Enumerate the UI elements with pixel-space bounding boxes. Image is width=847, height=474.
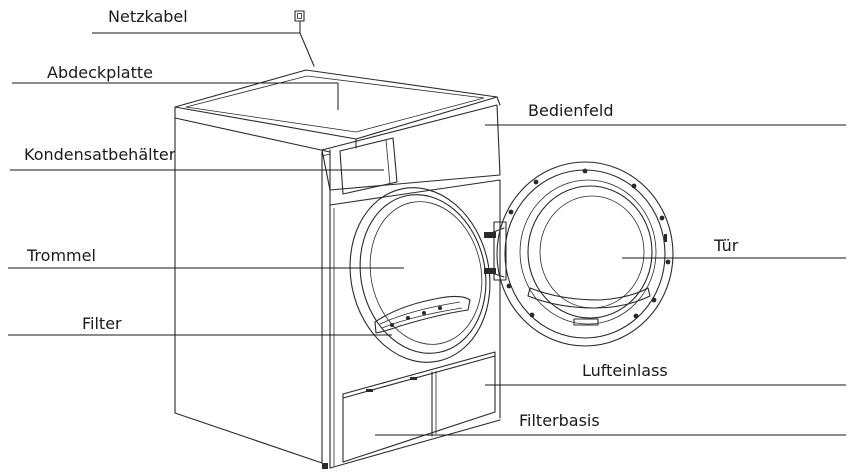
label-lufteinlass-text: Lufteinlass xyxy=(582,361,668,380)
filter-base xyxy=(342,351,496,463)
label-filter-text: Filter xyxy=(82,314,122,333)
drum-opening xyxy=(349,187,491,363)
label-tuer-text: Tür xyxy=(713,236,739,255)
label-bedienfeld: Bedienfeld xyxy=(485,101,846,126)
door-hinges xyxy=(484,227,505,278)
label-tuer: Tür xyxy=(622,236,846,259)
feet xyxy=(322,463,328,469)
label-filterbasis: Filterbasis xyxy=(375,411,846,436)
label-kondensatbehaelter: Kondensatbehälter xyxy=(10,145,384,171)
top-cover xyxy=(174,69,501,153)
label-filterbasis-text: Filterbasis xyxy=(519,411,600,430)
label-abdeckplatte-text: Abdeckplatte xyxy=(47,63,153,82)
label-filter: Filter xyxy=(8,314,392,336)
dryer-illustration xyxy=(174,10,674,469)
label-abdeckplatte: Abdeckplatte xyxy=(12,63,339,110)
label-trommel-text: Trommel xyxy=(26,246,96,265)
control-panel xyxy=(321,104,501,206)
label-bedienfeld-text: Bedienfeld xyxy=(528,101,613,120)
label-lufteinlass: Lufteinlass xyxy=(485,361,846,386)
label-kondensatbehaelter-text: Kondensatbehälter xyxy=(24,145,176,164)
side-panel xyxy=(174,117,323,464)
label-netzkabel: Netzkabel xyxy=(92,7,300,34)
open-door xyxy=(493,161,674,347)
label-trommel: Trommel xyxy=(8,246,404,269)
front-panel xyxy=(329,179,501,469)
label-netzkabel-text: Netzkabel xyxy=(108,7,188,26)
power-plug xyxy=(294,10,315,67)
